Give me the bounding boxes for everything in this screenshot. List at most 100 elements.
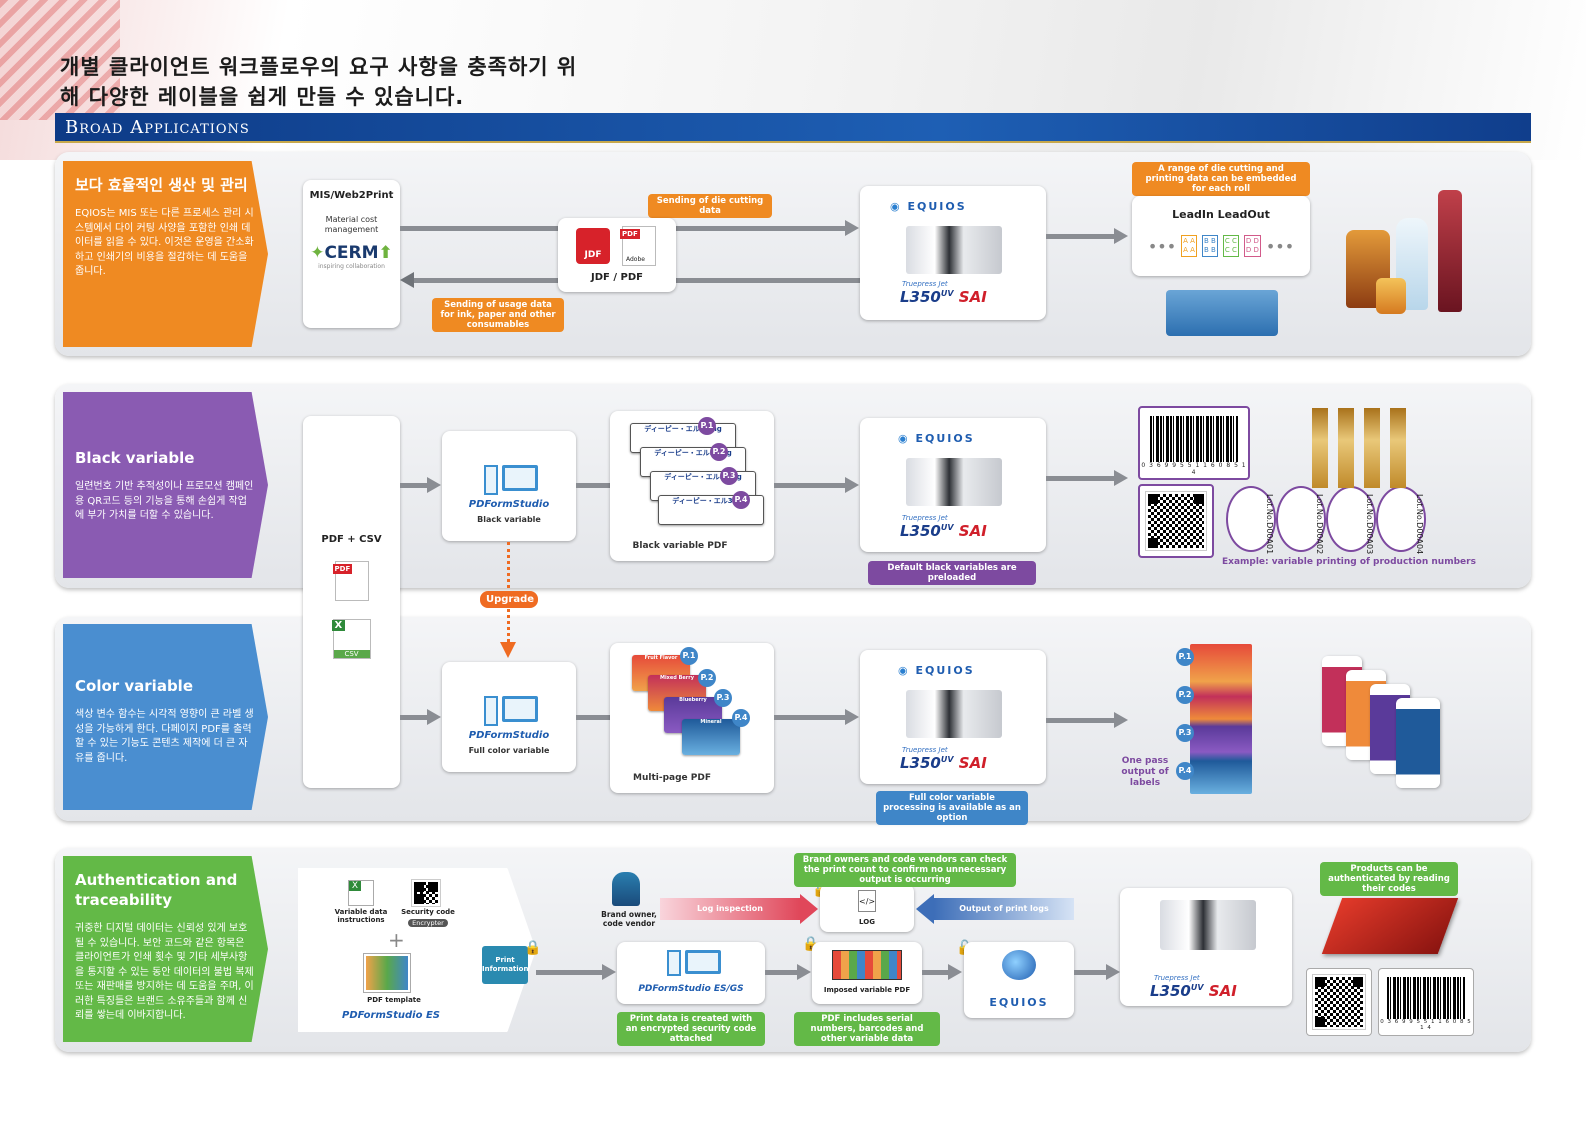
model-label: L350UV SAI: [900, 288, 987, 306]
ampoule-image: [1312, 408, 1328, 488]
lock-icon: 🔒: [524, 940, 542, 956]
qr-sample: [1138, 484, 1214, 558]
flow-line: [576, 483, 610, 488]
plus-icon: +: [388, 928, 405, 952]
pdf-icon: Adobe: [620, 226, 656, 266]
arrow-right: [845, 709, 859, 725]
monitor-icon: [502, 465, 538, 491]
tag-title: Authentication and traceability: [75, 871, 238, 909]
model-text: L350: [1150, 982, 1191, 1000]
sai-text: SAI: [1208, 982, 1237, 1000]
monitor-icon: [685, 950, 721, 974]
black-variable-pdf-label: Black variable PDF: [632, 541, 728, 551]
server-icon: [484, 465, 498, 495]
variable-data-label: Variable data instructions: [334, 908, 388, 924]
wine-bottle-image: [1438, 190, 1462, 312]
one-pass-caption: One pass output of labels: [1121, 756, 1169, 788]
arrow-right: [845, 477, 859, 493]
flow-line: [1046, 476, 1114, 481]
lot-number: Lot.No.D00A02: [1276, 486, 1326, 554]
headline-line-1: 개별 클라이언트 워크플로우의 요구 사항을 충족하기 위: [60, 55, 578, 79]
color-label: Mineral: [682, 719, 740, 755]
tag-production: 보다 효율적인 생산 및 관리 EQIOS는 MIS 또는 다른 프로세스 관리…: [63, 161, 268, 347]
leadin-label: LeadIn LeadOut: [1172, 208, 1270, 221]
jdf-pdf-box: JDF Adobe JDF / PDF: [558, 218, 676, 292]
range-callout: A range of die cutting and printing data…: [1132, 162, 1310, 196]
created-callout: Print data is created with an encrypted …: [617, 1012, 765, 1046]
encrypter-badge: Encrypter: [408, 919, 448, 927]
product-box-image: [1321, 898, 1459, 954]
log-box: </> LOG: [820, 884, 914, 932]
barcode-image: [1150, 416, 1238, 462]
server-icon: [667, 950, 681, 976]
output-logs-arrow: Output of print logs: [934, 898, 1074, 920]
page-badge: P.3: [714, 689, 732, 707]
arrow-right: [427, 709, 441, 725]
barcode-digits: 0 3 6 9 9 5 5 1 1 6 0 8 5 1 4: [1141, 462, 1247, 476]
arrow-right: [1114, 470, 1128, 486]
tag-description: 색상 변수 함수는 시각적 영향이 큰 라벨 생성을 가능하게 한다. 다페이지…: [75, 709, 254, 764]
truepress-label: Truepress Jet: [1154, 974, 1200, 982]
imposed-pdf-label: Imposed variable PDF: [823, 986, 911, 994]
decorative-stripes: [0, 0, 120, 120]
security-code-label: Security code: [401, 908, 455, 916]
equios-printer-box-2: ◉ EQUIOS Truepress Jet L350UV SAI: [860, 418, 1046, 552]
flow-line: [774, 715, 845, 720]
tag-color-variable: Color variable 색상 변수 함수는 시각적 영향이 큰 라벨 생성…: [63, 624, 268, 810]
adobe-text: Adobe: [626, 256, 645, 263]
equios-logo: ◉ EQUIOS: [898, 432, 975, 445]
flow-line: [765, 970, 797, 975]
printer-box-4: Truepress Jet L350UV SAI: [1120, 888, 1292, 1006]
flow-line: [1074, 970, 1106, 975]
die-cutter-image: [1166, 290, 1278, 336]
arrow-head: [916, 894, 934, 924]
equios-text: EQUIOS: [915, 664, 975, 677]
printer-image: [1160, 900, 1256, 950]
arrow-right: [948, 964, 962, 980]
full-color-variable-label: Full color variable: [468, 746, 550, 755]
model-label: L350UV SAI: [1150, 982, 1237, 1000]
page-badge: P.1: [680, 647, 698, 665]
log-inspection-arrow: Log inspection: [660, 898, 800, 920]
pdf-icon: [332, 561, 369, 601]
multipage-pdf-label: Multi-page PDF: [633, 773, 711, 783]
barcode-digits: 0 3 6 9 9 5 5 1 1 6 0 8 5 1 4: [1380, 1019, 1472, 1031]
qr-image: [1312, 974, 1366, 1030]
model-label: L350UV SAI: [900, 522, 987, 540]
lot-number: Lot.No.D00A03: [1326, 486, 1376, 554]
page-badge: P.4: [732, 491, 750, 509]
equios-printer-box-3: ◉ EQUIOS Truepress Jet L350UV SAI: [860, 650, 1046, 784]
pdformstudio-es-logo: PDFormStudio ES: [342, 1010, 440, 1021]
tag-black-variable: Black variable 일련번호 기반 추적성이나 프로모션 캠페인용 Q…: [63, 392, 268, 578]
printer-image: [906, 458, 1002, 506]
flow-line: [922, 970, 948, 975]
sai-text: SAI: [958, 522, 987, 540]
imposed-sheet-image: [832, 950, 902, 980]
banner-title: Broad Applications: [65, 117, 250, 138]
equios-text: EQUIOS: [907, 200, 967, 213]
model-text: L350: [900, 754, 941, 772]
tag-title: 보다 효율적인 생산 및 관리: [75, 176, 248, 194]
server-icon: [484, 696, 498, 726]
security-code-icon: [411, 879, 441, 907]
send-die-callout: Sending of die cutting data: [648, 194, 772, 218]
uv-text: UV: [1190, 983, 1204, 992]
equios-printer-box-1: ◉ EQUIOS Truepress Jet L350UV SAI: [860, 186, 1046, 320]
qr-sample: [1306, 968, 1372, 1036]
pdformstudio-box: PDFormStudio Black variable: [442, 431, 576, 541]
cerm-logo: ✦CERM⬆: [310, 243, 393, 263]
page-badge: P.2: [710, 443, 728, 461]
csv-icon: X: [348, 880, 374, 906]
barcode-sample: 0 3 6 9 9 5 5 1 1 6 0 8 5 1 4: [1378, 968, 1474, 1036]
pdf-csv-label: PDF + CSV: [321, 534, 382, 545]
equios-logo: ◉ EQUIOS: [898, 664, 975, 677]
person-icon: [612, 872, 640, 906]
page-badge: P.1: [1176, 648, 1194, 666]
flow-line: [400, 483, 427, 488]
material-cost-label: Material cost management: [324, 215, 379, 234]
preload-callout: Default black variables are preloaded: [868, 561, 1036, 585]
